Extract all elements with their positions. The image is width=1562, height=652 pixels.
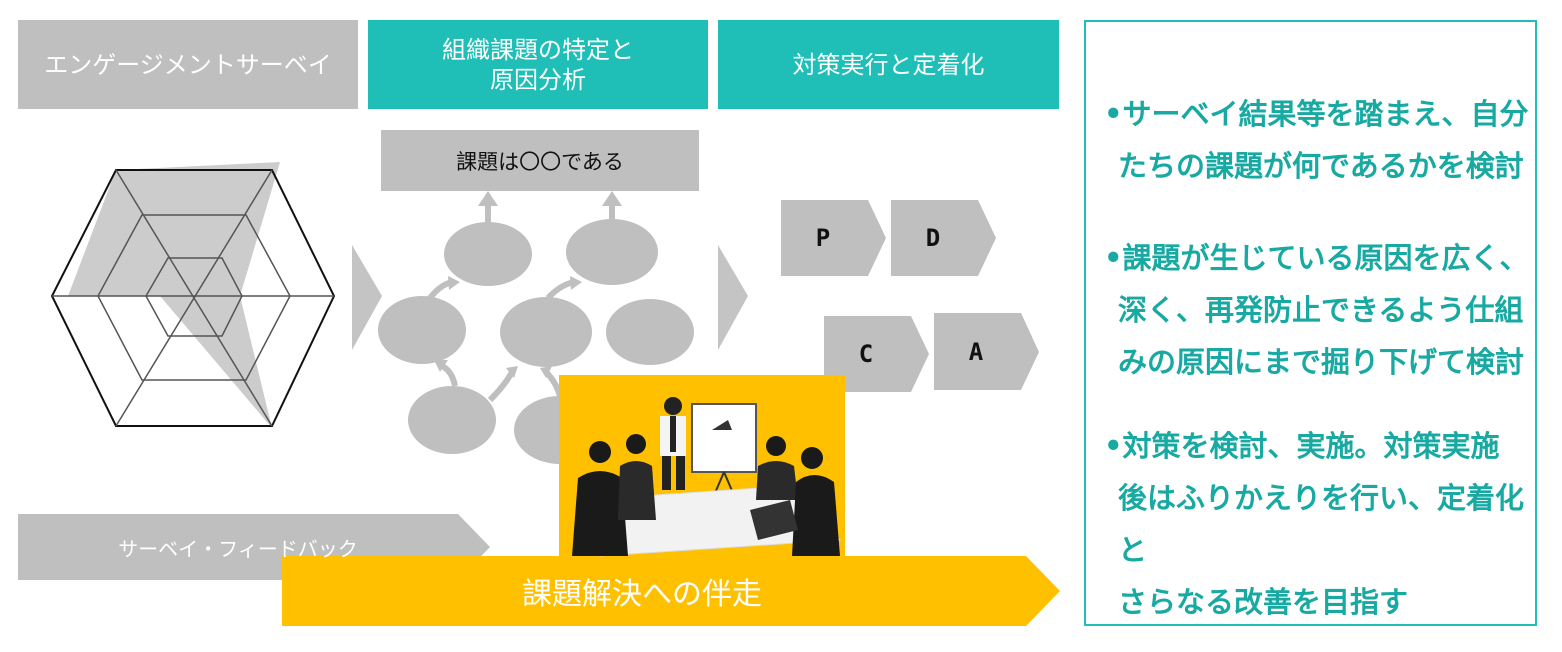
diagram-graphics bbox=[18, 162, 1060, 626]
radar-chart-icon bbox=[50, 162, 336, 428]
pdca-c-label: C bbox=[858, 340, 874, 368]
header-countermeasure: 対策実行と定着化 bbox=[718, 20, 1059, 109]
description-panel: •サーベイ結果等を踏まえ、自分 たちの課題が何であるかを検討 •課題が生じている… bbox=[1084, 20, 1537, 626]
pdca-d-arrow bbox=[891, 200, 996, 276]
bullet-3-line-2: 後はふりかえりを行い、定着化と bbox=[1118, 481, 1525, 567]
bullet-item-2: •課題が生じている原因を広く、 深く、再発防止できるよう仕組 みの原因にまで掘り… bbox=[1104, 232, 1529, 388]
header-countermeasure-label: 対策実行と定着化 bbox=[792, 50, 985, 79]
radar-data-area bbox=[68, 162, 280, 428]
pdca-p-arrow bbox=[781, 200, 886, 276]
pdca-d-label: D bbox=[925, 224, 941, 252]
cause-tree-arrows bbox=[427, 191, 622, 403]
pdca-a-label: A bbox=[968, 338, 984, 366]
bullet-2-line-1: •課題が生じている原因を広く、 bbox=[1104, 241, 1529, 275]
bullet-3-line-1: •対策を検討、実施。対策実施 bbox=[1104, 429, 1500, 463]
chevron-separator-1 bbox=[352, 245, 382, 350]
header-issue-line2: 原因分析 bbox=[490, 65, 586, 94]
chevron-separator-2 bbox=[718, 245, 748, 350]
pdca-arrows bbox=[781, 200, 1039, 392]
survey-feedback-label: サーベイ・フィードバック bbox=[118, 536, 358, 561]
bullet-1-line-1: •サーベイ結果等を踏まえ、自分 bbox=[1104, 97, 1529, 131]
bullet-2-line-3: みの原因にまで掘り下げて検討 bbox=[1118, 345, 1525, 379]
header-engagement-survey: エンゲージメントサーベイ bbox=[18, 20, 358, 109]
bullet-3-line-3: さらなる改善を目指す bbox=[1118, 585, 1409, 619]
header-issue-line1: 組織課題の特定と bbox=[442, 35, 634, 64]
meeting-illustration-icon bbox=[559, 375, 845, 557]
header-issue-identification-label: 組織課題の特定と 原因分析 bbox=[442, 35, 634, 95]
support-arrow-shape bbox=[282, 556, 1060, 626]
support-label: 課題解決への伴走 bbox=[522, 577, 762, 612]
issue-statement-label: 課題は〇〇である bbox=[456, 149, 624, 174]
bullet-1-line-2: たちの課題が何であるかを検討 bbox=[1118, 149, 1524, 183]
pdca-a-arrow bbox=[934, 313, 1039, 390]
pdca-p-label: P bbox=[815, 224, 831, 252]
bullet-item-3: •対策を検討、実施。対策実施 後はふりかえりを行い、定着化と さらなる改善を目指… bbox=[1104, 420, 1529, 628]
issue-statement-box: 課題は〇〇である bbox=[381, 130, 699, 191]
header-issue-identification: 組織課題の特定と 原因分析 bbox=[368, 20, 708, 109]
header-engagement-survey-label: エンゲージメントサーベイ bbox=[44, 50, 332, 79]
pdca-c-arrow bbox=[824, 316, 929, 392]
bullet-item-1: •サーベイ結果等を踏まえ、自分 たちの課題が何であるかを検討 bbox=[1104, 88, 1529, 192]
bullet-2-line-2: 深く、再発防止できるよう仕組 bbox=[1118, 293, 1524, 327]
